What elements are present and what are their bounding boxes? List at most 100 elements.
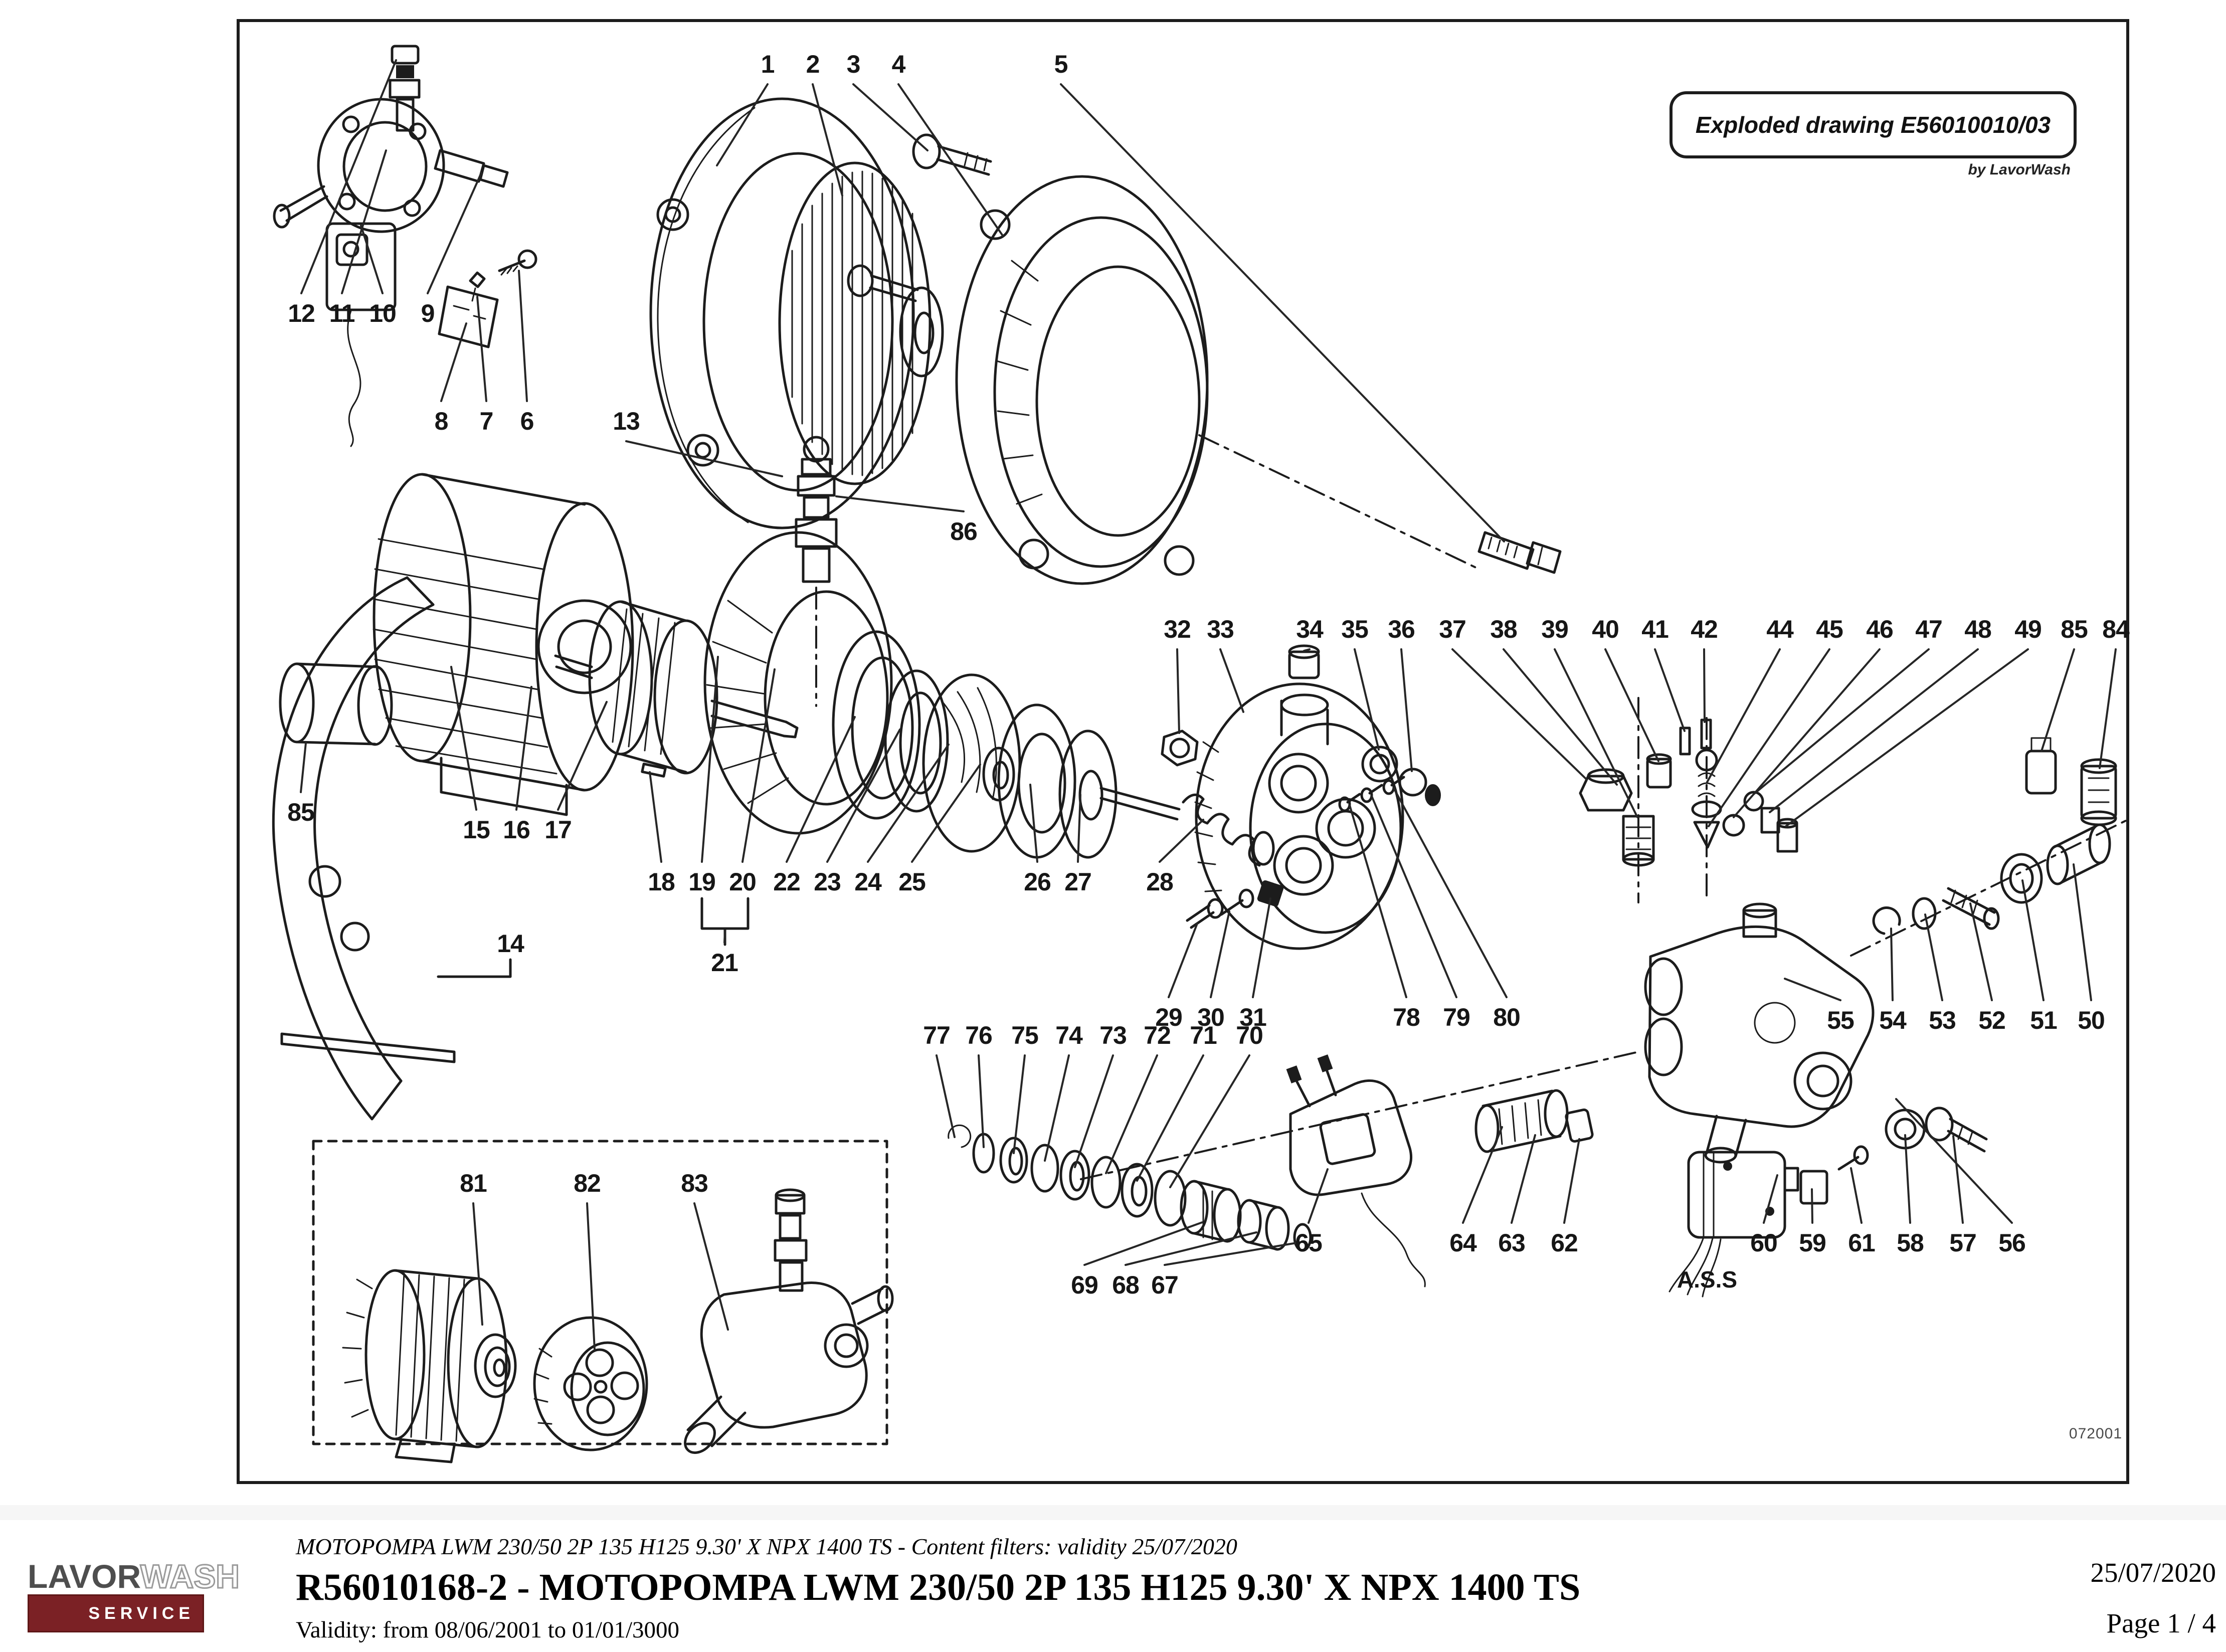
- part-label-54: 54: [1879, 1006, 1907, 1034]
- fan-housing: [700, 531, 893, 946]
- part-label-34: 34: [1296, 615, 1324, 643]
- motor-stator: [373, 473, 634, 816]
- part-label-13: 13: [613, 407, 640, 435]
- validity-range: Validity: from 08/06/2001 to 01/01/3000: [296, 1617, 680, 1643]
- document-subtitle: MOTOPOMPA LWM 230/50 2P 135 H125 9.30' X…: [296, 1534, 1237, 1559]
- ass-label: A.S.S: [1677, 1266, 1738, 1293]
- front-cover: [955, 175, 1209, 585]
- rotor-shaft: [554, 600, 799, 778]
- part-label-28: 28: [1146, 868, 1174, 896]
- part-label-5: 5: [1054, 50, 1068, 78]
- part-label-15: 15: [463, 816, 490, 844]
- part-label-38: 38: [1490, 615, 1518, 643]
- part-label-68: 68: [1112, 1271, 1140, 1299]
- part-label-46: 46: [1866, 615, 1894, 643]
- part-label-4: 4: [891, 50, 906, 78]
- part-label-45: 45: [1816, 615, 1843, 643]
- part-label-53: 53: [1929, 1006, 1956, 1034]
- part-label-84: 84: [2102, 615, 2130, 643]
- part-label-27: 27: [1064, 868, 1092, 896]
- part-label-51: 51: [2030, 1006, 2058, 1034]
- part-label-25: 25: [898, 868, 926, 896]
- part-label-83: 83: [681, 1169, 708, 1197]
- part-label-31: 31: [1239, 1003, 1267, 1031]
- print-date: 25/07/2020: [2090, 1557, 2216, 1588]
- power-plug: [1286, 1054, 1426, 1288]
- page-indicator: Page 1 / 4: [2106, 1608, 2216, 1638]
- drawing-title: Exploded drawing E56010010/03: [1695, 112, 2051, 138]
- part-label-69: 69: [1071, 1271, 1098, 1299]
- part-label-74: 74: [1055, 1021, 1083, 1049]
- part-label-10: 10: [369, 299, 397, 327]
- part-label-75: 75: [1011, 1021, 1039, 1049]
- document-title: R56010168-2 - MOTOPOMPA LWM 230/50 2P 13…: [296, 1566, 1581, 1608]
- part-label-50: 50: [2078, 1006, 2105, 1034]
- part-label-79: 79: [1443, 1003, 1470, 1031]
- lavorwash-logo: LAVORWASH SERVICE: [28, 1558, 240, 1632]
- motor-fan: [778, 161, 944, 485]
- part-label-17: 17: [544, 816, 572, 844]
- part-label-85: 85: [2061, 615, 2088, 643]
- part-label-30: 30: [1197, 1003, 1225, 1031]
- part-label-12: 12: [288, 299, 315, 327]
- part-label-33: 33: [1207, 615, 1234, 643]
- part-label-55: 55: [1827, 1006, 1854, 1034]
- logo-word-wash: WASH: [139, 1558, 240, 1595]
- part-label-1: 1: [761, 50, 775, 78]
- part-label-86: 86: [950, 517, 978, 545]
- part-label-47: 47: [1915, 615, 1943, 643]
- footer-separator: [0, 1505, 2226, 1520]
- motor-shell: [272, 576, 512, 1121]
- footer-meta: 25/07/2020 Page 1 / 4: [2030, 1557, 2216, 1639]
- seal-rings: [832, 630, 949, 820]
- part-label-56: 56: [1998, 1229, 2026, 1257]
- part-label-14: 14: [497, 930, 524, 958]
- part-label-2: 2: [806, 50, 820, 78]
- part-label-24: 24: [854, 868, 882, 896]
- logo-service-text: SERVICE: [88, 1603, 195, 1623]
- part-label-40: 40: [1592, 615, 1619, 643]
- part-label-44: 44: [1766, 615, 1794, 643]
- logo-word-lavor: LAVOR: [28, 1558, 140, 1595]
- part-label-41: 41: [1641, 615, 1669, 643]
- part-label-59: 59: [1799, 1229, 1826, 1257]
- part-label-18: 18: [648, 868, 675, 896]
- part-label-82: 82: [574, 1169, 601, 1197]
- part-label-6: 6: [520, 407, 534, 435]
- logo-service-banner: SERVICE: [28, 1594, 204, 1632]
- cable-gland: [1474, 1089, 1594, 1153]
- part-label-76: 76: [965, 1021, 993, 1049]
- part-label-20: 20: [729, 868, 757, 896]
- part-label-63: 63: [1498, 1229, 1526, 1257]
- part-label-37: 37: [1439, 615, 1466, 643]
- pump-head: [1644, 902, 1875, 1164]
- logo-wordmark: LAVORWASH: [28, 1558, 240, 1595]
- footer-text-block: MOTOPOMPA LWM 230/50 2P 135 H125 9.30' X…: [296, 1533, 1950, 1643]
- part-label-73: 73: [1099, 1021, 1127, 1049]
- part-label-77: 77: [923, 1021, 951, 1049]
- part-label-42: 42: [1691, 615, 1718, 643]
- drawing-title-box: Exploded drawing E56010010/03: [1670, 91, 2077, 158]
- part-label-35: 35: [1341, 615, 1369, 643]
- part-label-62: 62: [1551, 1229, 1578, 1257]
- part-label-11: 11: [329, 299, 355, 327]
- part-label-39: 39: [1541, 615, 1569, 643]
- part-label-23: 23: [814, 868, 841, 896]
- pump-housing: [1161, 644, 1441, 950]
- part-label-81: 81: [460, 1169, 487, 1197]
- part-label-21: 21: [711, 949, 738, 977]
- spares-box: [312, 1140, 894, 1463]
- part-label-32: 32: [1164, 615, 1191, 643]
- part-label-48: 48: [1964, 615, 1992, 643]
- part-label-16: 16: [503, 816, 530, 844]
- part-label-72: 72: [1144, 1021, 1171, 1049]
- part-label-36: 36: [1388, 615, 1415, 643]
- part-label-7: 7: [479, 407, 494, 435]
- drawing-credit: by LavorWash: [1968, 161, 2071, 178]
- shaft-spring: [1099, 787, 1275, 867]
- drawing-code-stamp: 072001: [2069, 1425, 2122, 1442]
- part-label-58: 58: [1897, 1229, 1924, 1257]
- part-label-78: 78: [1393, 1003, 1420, 1031]
